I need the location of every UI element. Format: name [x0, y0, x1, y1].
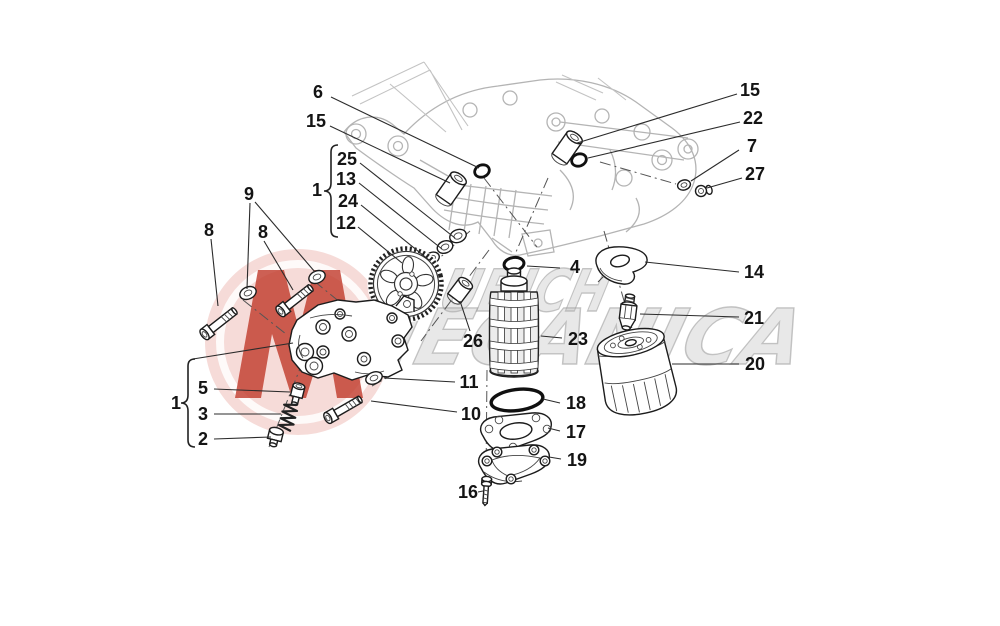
callout-12: 12: [336, 213, 356, 233]
callout-13: 13: [336, 169, 356, 189]
leader-lines: [192, 93, 743, 493]
oring-6: [473, 163, 491, 179]
callout-24: 24: [338, 191, 358, 211]
callout-1-top: 1: [312, 180, 322, 200]
callout-6: 6: [313, 82, 323, 102]
spacer-bushing-26: [446, 276, 474, 305]
valve-piston-5: [289, 382, 306, 407]
filter-cartridge-23: [488, 267, 540, 378]
bolt-10: [323, 395, 363, 425]
washer-11: [365, 371, 383, 385]
callout-27: 27: [745, 164, 765, 184]
callout-2: 2: [198, 429, 208, 449]
callout-21: 21: [744, 308, 764, 328]
callout-20: 20: [745, 354, 765, 374]
plug-screw-27: [694, 184, 713, 198]
callout-9: 9: [244, 184, 254, 204]
screw-16: [480, 475, 493, 507]
engine-case-drawing: [343, 61, 699, 257]
cover-19: [477, 444, 551, 485]
dowel-bushing-right: [551, 130, 583, 166]
union-nipple-21: [618, 293, 638, 331]
valve-plug-2: [266, 426, 285, 448]
washer-7: [676, 179, 692, 191]
flange-plate-14: [595, 246, 648, 285]
callout-25: 25: [337, 149, 357, 169]
washer-9-left: [239, 285, 257, 301]
dowel-bushing-left: [435, 171, 467, 207]
valve-spring-3: [277, 403, 299, 433]
callout-5: 5: [198, 378, 208, 398]
bracket-top-group: [323, 144, 339, 238]
callout-14: 14: [744, 262, 764, 282]
bolt-8-right: [275, 284, 314, 318]
callout-1-bottom: 1: [171, 393, 181, 413]
callout-8-right: 8: [258, 222, 268, 242]
callout-11: 11: [459, 372, 478, 392]
oil-pump-body: [288, 295, 415, 381]
callout-23: 23: [568, 329, 588, 349]
oring-22: [570, 152, 588, 168]
callout-10: 10: [461, 404, 481, 424]
frame-tubes: [351, 61, 627, 133]
callout-22: 22: [743, 108, 763, 128]
callout-15-left: 15: [306, 111, 326, 131]
oring-18: [489, 387, 545, 413]
callout-18: 18: [566, 393, 586, 413]
callout-17: 17: [566, 422, 586, 442]
bracket-bottom-group: [180, 358, 196, 448]
callout-3: 3: [198, 404, 208, 424]
oil-filter-20: [596, 327, 678, 416]
callout-15-right: 15: [740, 80, 760, 100]
callout-8-left: 8: [204, 220, 214, 240]
callout-26: 26: [463, 331, 483, 351]
drive-gear: [367, 245, 445, 323]
callout-4: 4: [570, 257, 580, 277]
bolt-8-left: [199, 307, 238, 341]
callout-16: 16: [458, 482, 478, 502]
callout-19: 19: [567, 450, 587, 470]
callout-7: 7: [747, 136, 757, 156]
gasket-17: [479, 412, 552, 452]
